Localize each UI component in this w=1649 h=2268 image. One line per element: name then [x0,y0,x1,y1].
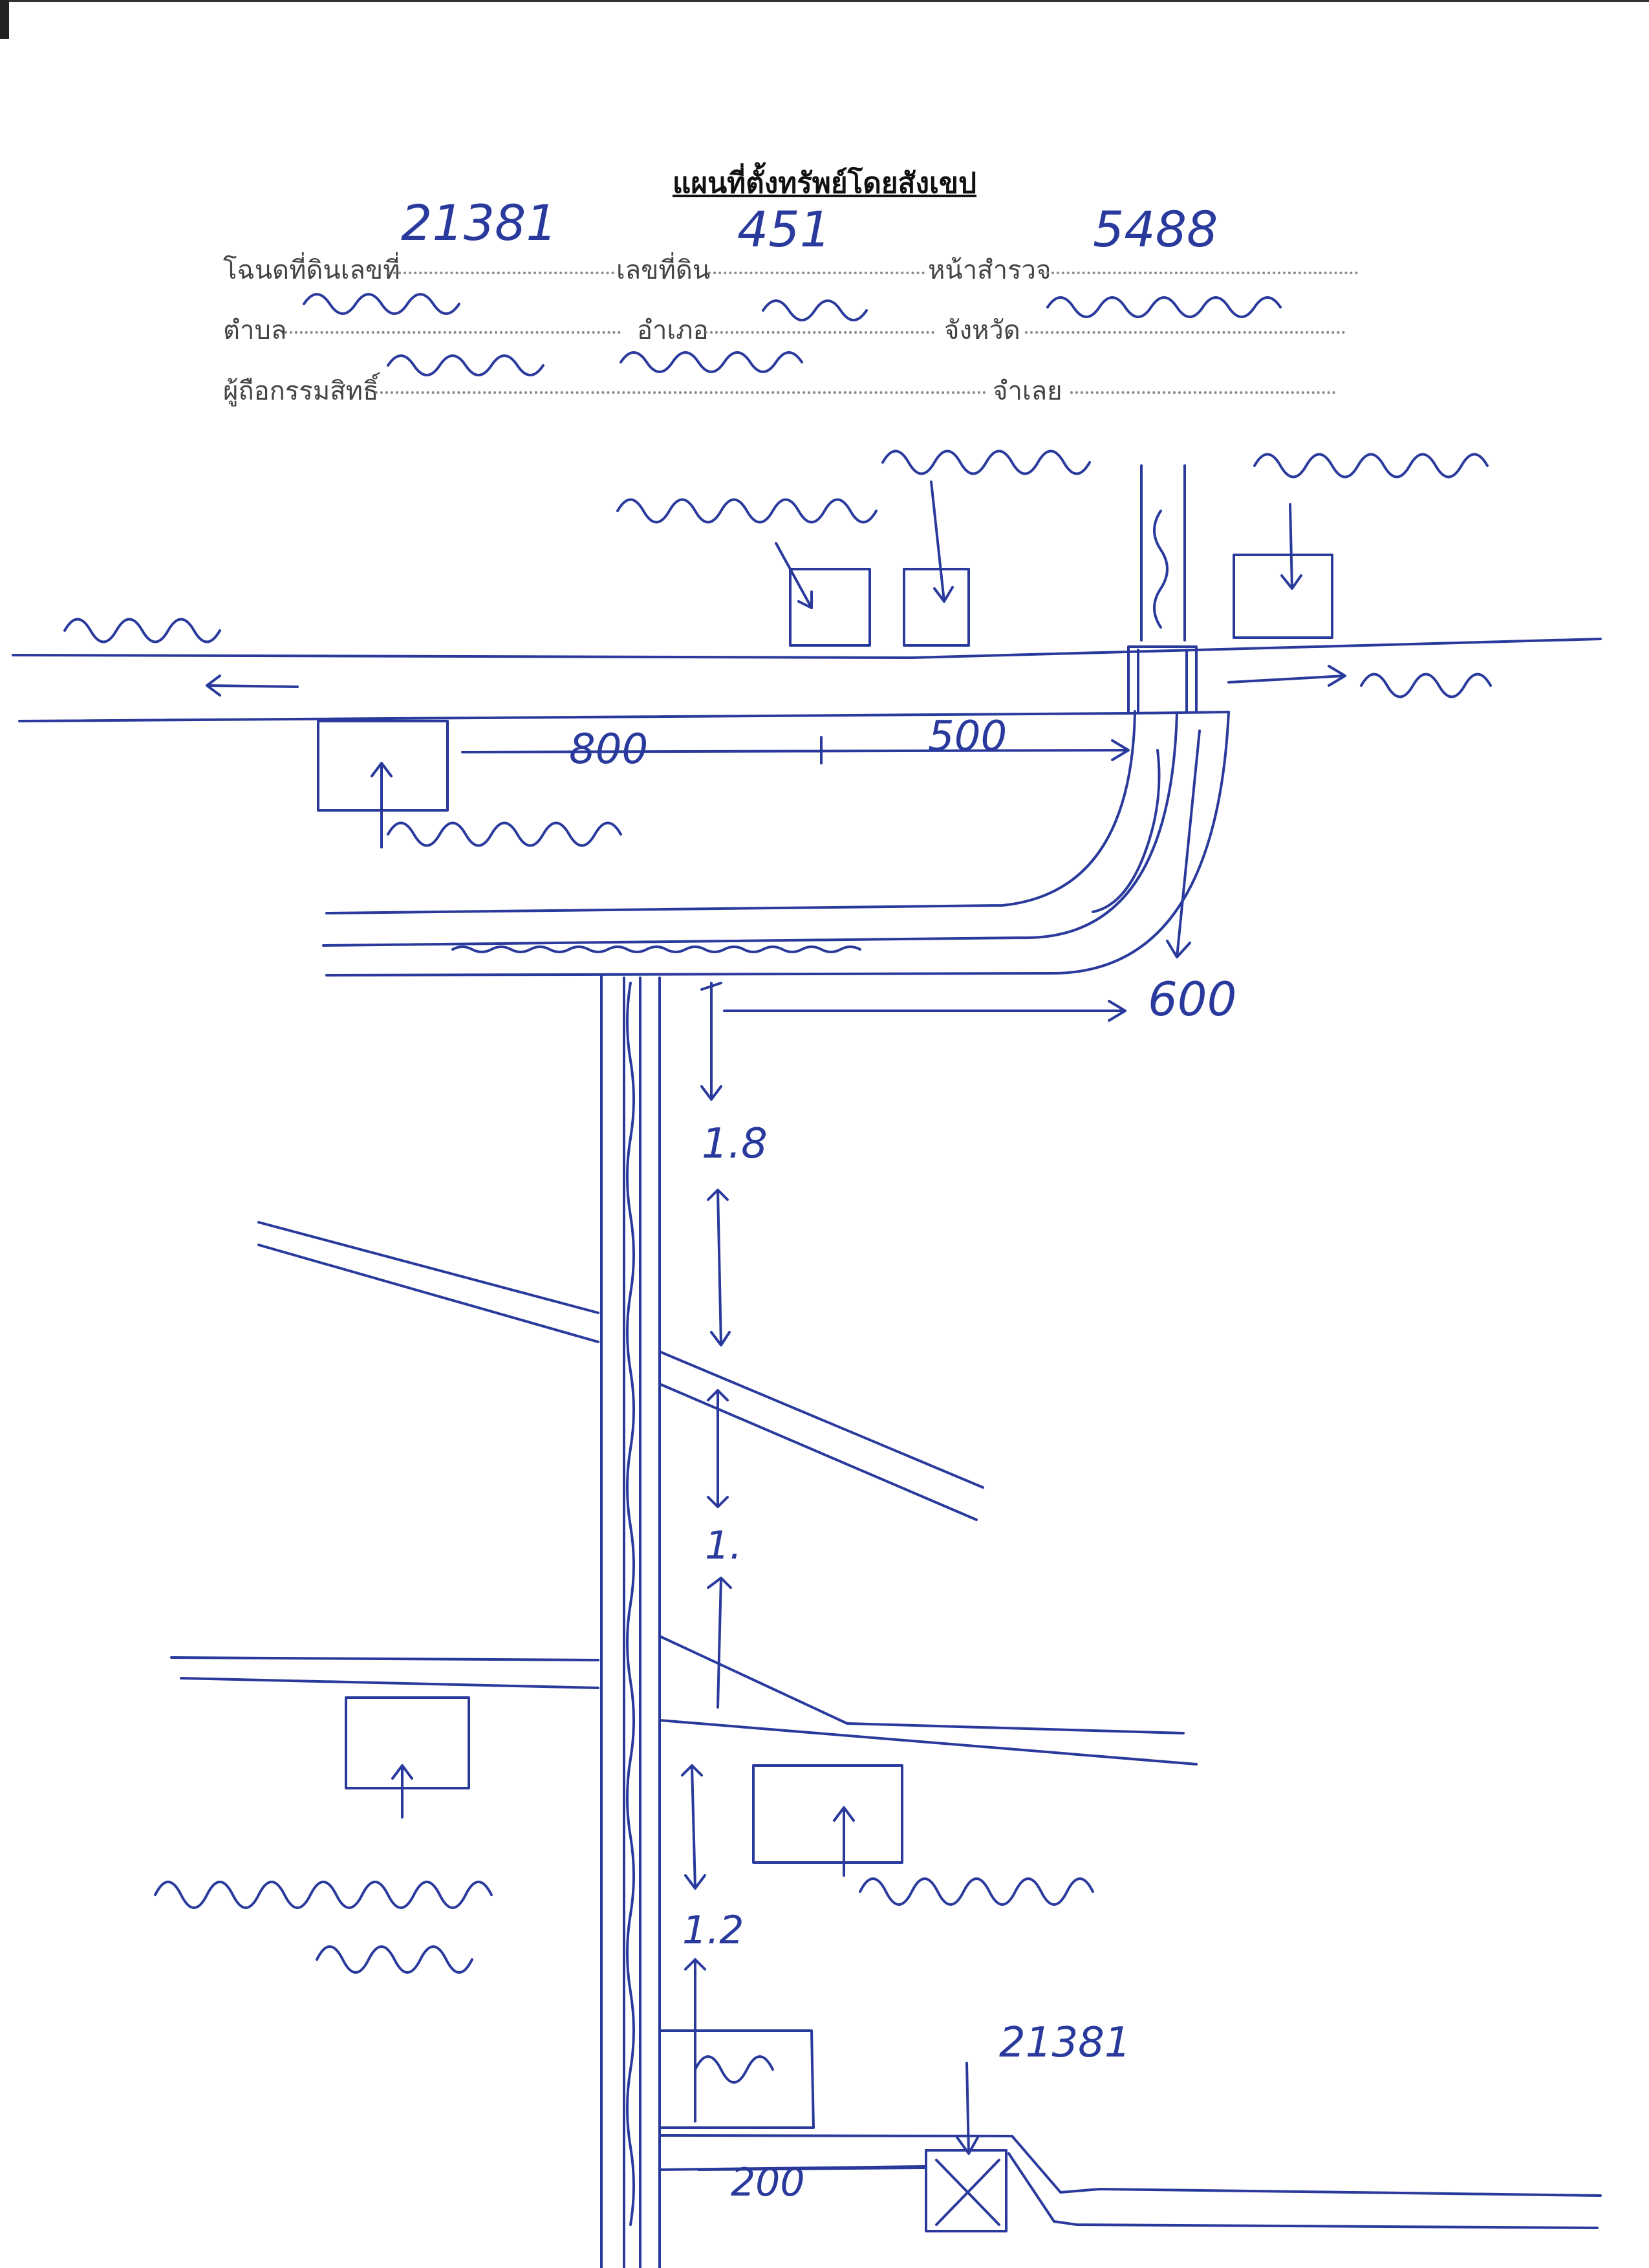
curve-road-mid [322,711,1178,947]
subdistrict-dots [285,331,621,334]
deed-number-label: โฉนดที่ดินเลขที่ [223,255,400,285]
bank-pointer-arrow [775,542,813,609]
mortgagor-label: จำเลย [993,376,1062,406]
diagonal-road-north [257,1221,599,1343]
handwritten-small-building-scribble [694,2055,774,2084]
owner-label: ผู้ถือกรรมสิทธิ์ [223,376,379,406]
handwritten-shop-scribble [1253,453,1489,479]
vertical-canal-wiggle [626,982,635,2226]
dimension-1-8-top [700,982,722,1101]
deed-number-dots [388,272,614,274]
curve-road-inner [325,711,1230,977]
distance-500-label: 500 [928,713,1007,761]
cross-road-east [658,1635,1198,1766]
district-label: อำเภอ [637,316,709,345]
owner-dots [375,391,986,394]
district-dots [705,331,934,334]
dimension-1-2-km [681,1764,706,2122]
handwritten-west-label-scribble [154,1881,493,1974]
handwritten-right-town-scribble [1360,673,1492,698]
province-dots [1025,331,1345,334]
handwritten-bank-scribble [616,498,878,524]
main-highway-lower-edge [18,711,1230,722]
handwritten-province-scribble [1046,296,1282,318]
handwritten-owner-scribble [387,351,803,376]
page-title: แผนที่ตั้งทรัพย์โดยสังเขป [672,167,977,200]
distance-1-label: 1. [705,1523,742,1568]
handwritten-office-scribble [387,821,622,847]
distance-line-600-horizontal [723,1000,1126,1022]
subdistrict-label: ตำบล [223,316,287,345]
dimension-1-8-bottom [707,1189,731,1346]
building-shop [1233,554,1333,639]
land-number-value: 451 [737,200,832,258]
distance-line-600 [1166,729,1201,958]
east-building-pointer [833,1806,855,1877]
land-number-label: เลขที่ดิน [616,255,711,285]
distance-200-label: 200 [731,2160,805,2205]
target-parcel-x-mark [935,2159,1000,2226]
main-highway-upper-edge [12,638,1602,659]
west-building-pointer [391,1764,413,1819]
dimension-1-km [707,1389,732,1709]
distance-1-2-label: 1.2 [682,1908,744,1953]
office-pointer-arrow [371,762,393,848]
direction-arrow-right [1227,665,1346,687]
canal-ripple-scribble [451,945,861,953]
direction-arrow-left [206,675,299,697]
building-east-office [752,1764,903,1864]
handwritten-district-scribble [762,299,868,321]
handwritten-left-town-scribble [63,618,221,643]
mortgagor-dots [1070,391,1335,394]
deed-number-value: 21381 [401,194,557,252]
curve-road-outer [325,710,1136,914]
survey-page-dots [1041,272,1358,274]
handwritten-east-label-scribble [859,1877,1094,1906]
shop-pointer-arrow [1280,503,1302,590]
building-hospital [903,568,970,647]
distance-800-label: 800 [569,726,648,773]
land-number-dots [708,272,925,274]
survey-page-label: หน้าสำรวจ [928,255,1051,285]
distance-1-8-label: 1.8 [702,1120,768,1168]
north-road-scribble [1153,510,1169,629]
distance-arrowhead-right [1111,739,1130,761]
survey-page-value: 5488 [1093,200,1218,258]
building-bank [789,568,871,647]
target-parcel-pointer [956,2062,979,2155]
target-parcel-label: 21381 [999,2019,1131,2067]
province-label: จังหวัด [944,316,1020,345]
hospital-pointer-arrow [930,481,954,603]
cross-road-west [170,1656,599,1689]
canal-curve-ripple [1092,749,1161,913]
handwritten-subdistrict-scribble [303,293,460,315]
bottom-road-upper [658,2134,1602,2197]
distance-line-200 [697,2166,926,2171]
handwritten-hospital-scribble [881,449,1091,475]
distance-line-800-500 [461,736,1126,764]
building-small-bottom [658,2029,815,2129]
scan-corner-mark [0,0,9,39]
north-side-road [1140,464,1186,642]
building-west-temple [345,1696,470,1789]
page-top-edge [0,0,1649,2]
diagonal-road-south [658,1350,984,1521]
junction-box [1127,645,1198,715]
distance-600-label: 600 [1148,972,1236,1026]
